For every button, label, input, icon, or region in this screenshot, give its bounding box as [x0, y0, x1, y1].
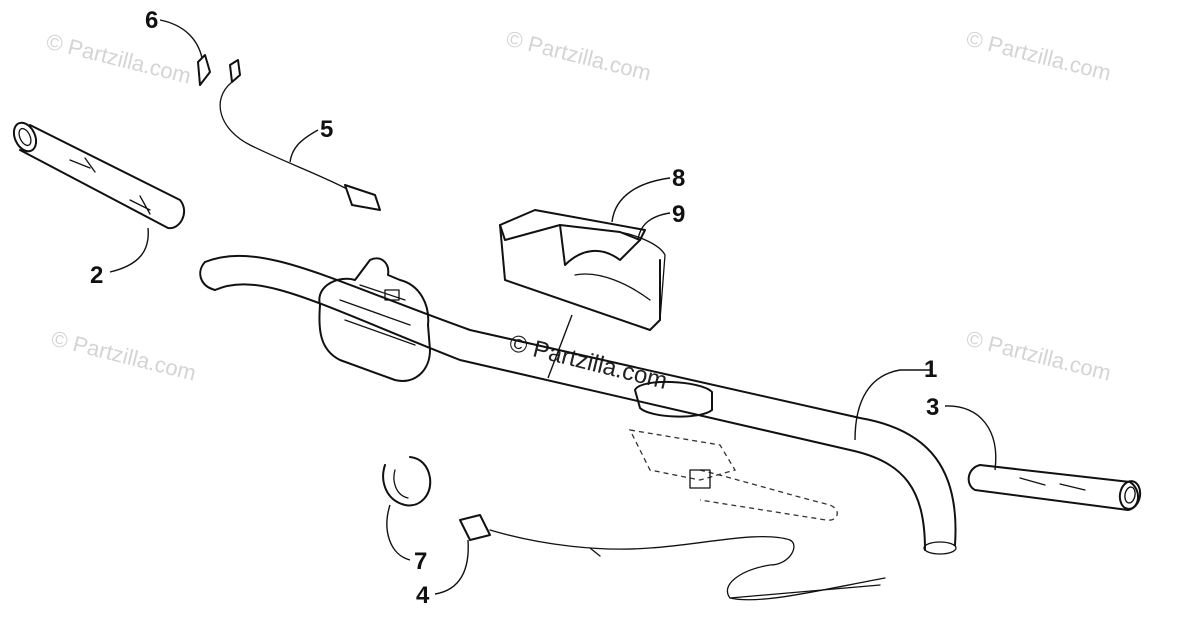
brake-master-cylinder	[628, 381, 838, 521]
throttle-switch-cable	[459, 514, 886, 601]
leader-5	[289, 129, 319, 163]
callout-7: 7	[414, 548, 427, 575]
callout-6: 6	[145, 7, 158, 34]
watermark-center: © Partzilla.com	[507, 330, 670, 395]
leader-8	[611, 177, 671, 223]
callout-4: 4	[416, 582, 430, 609]
leader-pad-center	[547, 314, 573, 379]
leader-4	[434, 539, 469, 595]
callout-5: 5	[320, 116, 333, 143]
clamp-ring	[382, 456, 432, 507]
grip-heater-wire	[219, 59, 381, 211]
leader-9	[637, 212, 671, 241]
callout-1: 1	[924, 356, 937, 383]
left-grip	[12, 121, 186, 230]
leader-3	[944, 405, 997, 471]
right-grip	[967, 464, 1142, 511]
watermark-mid-right: © Partzilla.com	[964, 326, 1114, 386]
watermark-top-right: © Partzilla.com	[964, 26, 1114, 86]
left-switch-housing	[318, 257, 431, 382]
handlebar	[199, 254, 957, 555]
watermark-mid-left: © Partzilla.com	[49, 326, 199, 386]
leader-1	[854, 369, 930, 441]
leader-7	[386, 504, 411, 561]
leader-6	[159, 19, 203, 59]
terminal	[197, 54, 211, 86]
callout-3: 3	[926, 394, 939, 421]
callout-2: 2	[90, 262, 103, 289]
leader-2	[109, 227, 149, 273]
callout-9: 9	[672, 201, 685, 228]
handlebar-pad	[499, 209, 666, 331]
watermark-top-center: © Partzilla.com	[504, 26, 654, 86]
watermark-top-left: © Partzilla.com	[44, 29, 194, 89]
callout-8: 8	[672, 165, 685, 192]
